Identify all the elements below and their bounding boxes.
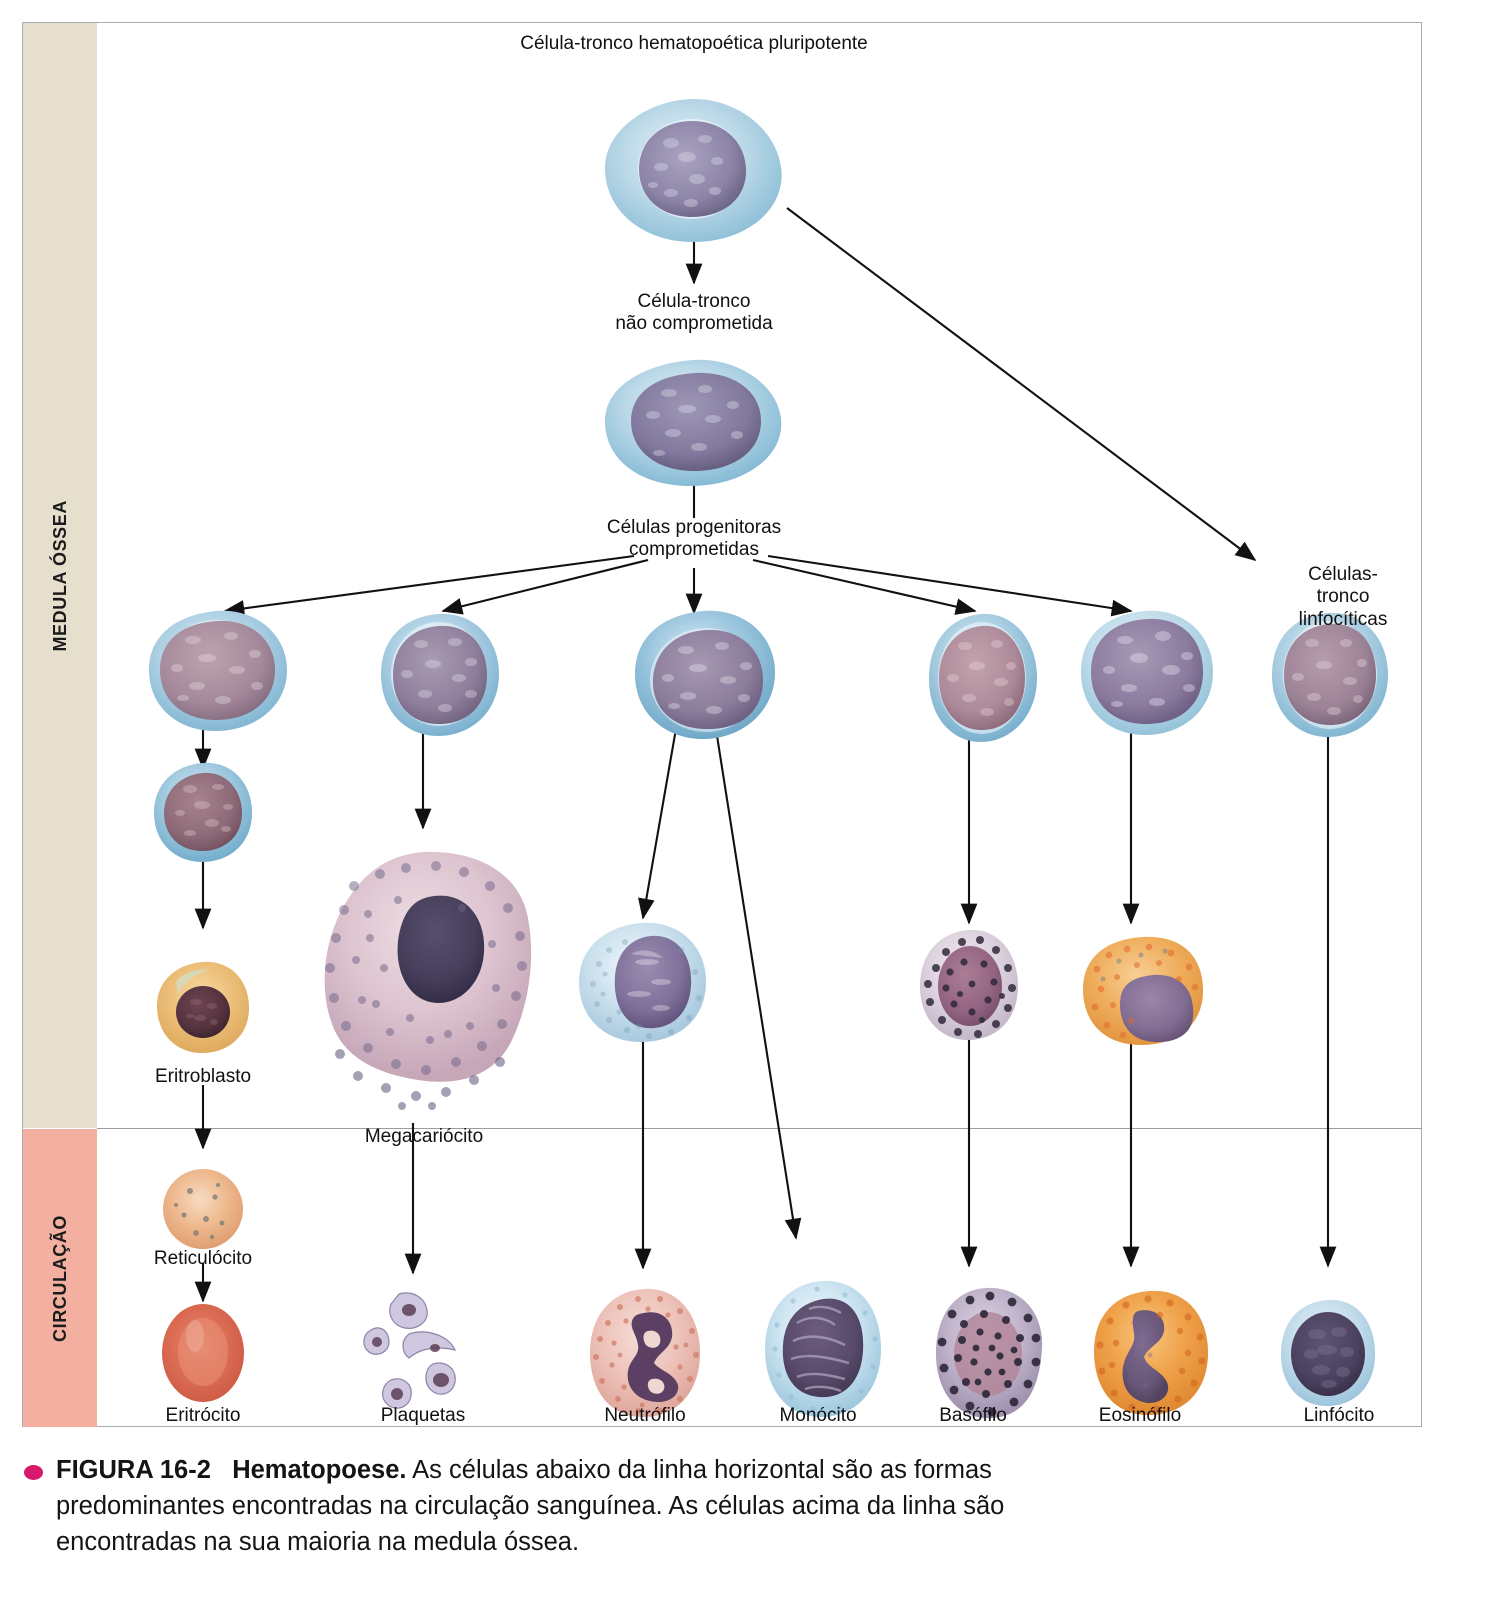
label-committed-progenitors: Células progenitoras comprometidas [606, 517, 782, 561]
uncommitted-stem-cell [601, 357, 787, 489]
granulocyte-monocyte-progenitor-cell [630, 608, 780, 742]
cell-canvas [23, 23, 1423, 1428]
eosinophil-cell [1090, 1289, 1212, 1417]
megakaryocytic-progenitor-cell [377, 612, 503, 738]
pluripotent-hematopoietic-stem-cell [599, 95, 789, 245]
compartment-bar-bone-marrow: MEDULA ÓSSEA [23, 23, 97, 1128]
caption-bullet-icon [24, 1465, 43, 1480]
basophil-cell [930, 1286, 1048, 1420]
caption-figure-number: FIGURA 16-2 [56, 1456, 211, 1484]
label-erythroblast: Eritroblasto [154, 1066, 252, 1087]
erythrocyte-cell [155, 1302, 251, 1404]
reticulocyte-cell [160, 1167, 246, 1251]
label-pluripotent-stem-cell: Célula-tronco hematopoética pluripotente [520, 33, 868, 54]
basophil-progenitor-cell [925, 612, 1041, 744]
compartment-bar-circulation: CIRCULAÇÃO [23, 1129, 97, 1427]
caption-figure-title: Hematopoese. [232, 1456, 407, 1484]
platelets-cell [355, 1288, 475, 1418]
label-neutrophil: Neutrófilo [604, 1405, 686, 1426]
label-uncommitted-stem-cell: Célula-tronco não comprometida [615, 291, 773, 335]
caption-text: FIGURA 16-2 Hematopoese. As células abai… [56, 1452, 1022, 1561]
monocyte-cell [761, 1279, 885, 1419]
erythroblast-cell [154, 960, 252, 1056]
eosinophil-progenitor-cell [1077, 608, 1217, 738]
figure-frame: MEDULA ÓSSEA CIRCULAÇÃO [22, 22, 1422, 1427]
label-lymphoid-stem-cells: Células-tronco linfocíticas [1298, 564, 1388, 630]
megakaryocyte-cell [306, 848, 556, 1118]
figure-caption: FIGURA 16-2 Hematopoese. As células abai… [22, 1452, 1022, 1561]
neutrophil-precursor-cell [575, 920, 711, 1046]
label-erythrocyte: Eritrócito [165, 1405, 241, 1426]
label-monocyte: Monócito [779, 1405, 857, 1426]
basophil-precursor-cell [916, 928, 1022, 1042]
caption-figure-body: As células abaixo da linha horizontal sã… [56, 1456, 1005, 1557]
neutrophil-cell [586, 1287, 704, 1419]
label-basophil: Basófilo [939, 1405, 1007, 1426]
label-eosinophil: Eosinófilo [1098, 1405, 1182, 1426]
lymphocyte-cell [1277, 1298, 1379, 1408]
normoblast-cell [150, 761, 256, 865]
label-lymphocyte: Linfócito [1303, 1405, 1375, 1426]
erythroid-progenitor-cell [145, 608, 291, 734]
label-megakaryocyte: Megacariócito [364, 1126, 484, 1147]
label-platelets: Plaquetas [380, 1405, 466, 1426]
eosinophil-precursor-cell [1079, 935, 1207, 1047]
lymphoid-stem-cell [1268, 611, 1392, 739]
label-reticulocyte: Reticulócito [153, 1248, 253, 1269]
